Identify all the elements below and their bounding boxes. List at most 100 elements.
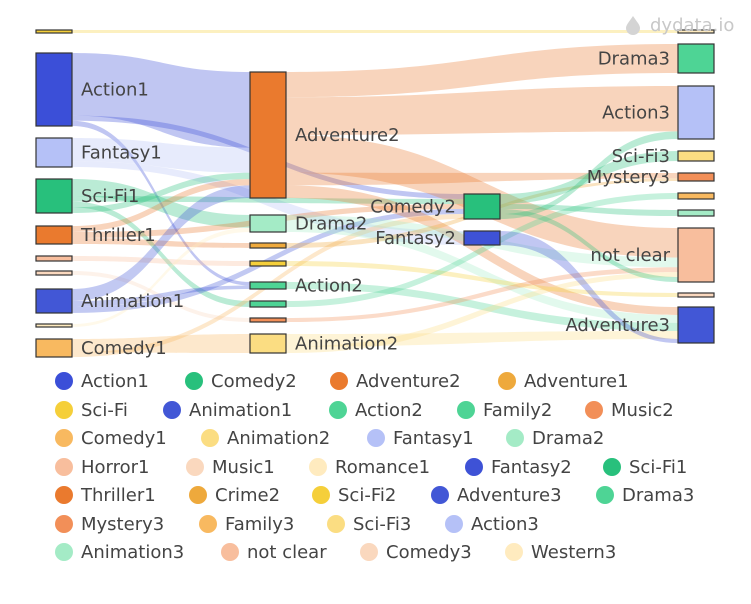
legend-item-western3[interactable]: Western3 (505, 542, 616, 563)
node-animation1[interactable] (35, 288, 73, 314)
legend-item-drama3[interactable]: Drama3 (596, 485, 694, 506)
node-action2[interactable] (249, 281, 287, 290)
node-sci-fi1[interactable] (35, 178, 73, 214)
legend-label: Animation1 (189, 400, 292, 421)
link-thriller1-to-adventure2 (72, 179, 250, 232)
node-label-sci-fi1: Sci-Fi1 (81, 186, 139, 207)
legend-item-fantasy2[interactable]: Fantasy2 (465, 457, 572, 478)
node-music2[interactable] (249, 317, 287, 323)
legend-swatch (201, 429, 219, 447)
legend-label: Sci-Fi (81, 400, 128, 421)
legend-item-adventure3[interactable]: Adventure3 (431, 485, 562, 506)
link-action1-to-adventure2 (72, 53, 250, 148)
legend-item-animation1[interactable]: Animation1 (163, 400, 292, 421)
node-animation2[interactable] (249, 333, 287, 354)
legend-swatch (330, 372, 348, 390)
legend-item-music1[interactable]: Music1 (186, 457, 275, 478)
legend-swatch (55, 372, 73, 390)
node-music1[interactable] (35, 270, 73, 276)
legend-item-sci-fi[interactable]: Sci-Fi (55, 400, 128, 421)
legend-swatch (585, 401, 603, 419)
legend-item-adventure2[interactable]: Adventure2 (330, 371, 461, 392)
legend-item-sci-fi1[interactable]: Sci-Fi1 (603, 457, 687, 478)
link-animation2-to-adventure3 (286, 331, 678, 347)
legend-item-sci-fi3[interactable]: Sci-Fi3 (327, 514, 411, 535)
node-horror1[interactable] (35, 255, 73, 262)
nodes-layer (35, 29, 715, 358)
node-fantasy1[interactable] (35, 137, 73, 168)
node-animation3[interactable] (677, 209, 715, 217)
link-comedy2-to-action3 (500, 131, 678, 219)
node-comedy3[interactable] (677, 292, 715, 298)
node-sci-fi2[interactable] (249, 260, 287, 267)
node-comedy2[interactable] (463, 193, 501, 220)
node-label-fantasy2: Fantasy2 (375, 228, 456, 249)
node-family3[interactable] (677, 192, 715, 200)
legend-label: Family2 (483, 400, 552, 421)
node-western3[interactable] (677, 29, 715, 34)
legend-item-family2[interactable]: Family2 (457, 400, 552, 421)
legend-item-animation2[interactable]: Animation2 (201, 428, 330, 449)
legend-swatch (360, 543, 378, 561)
legend-swatch (185, 372, 203, 390)
node-adventure2[interactable] (249, 71, 287, 199)
legend-swatch (55, 401, 73, 419)
legend-swatch (189, 486, 207, 504)
node-sci-fi[interactable] (35, 29, 73, 34)
legend-item-adventure1[interactable]: Adventure1 (498, 371, 629, 392)
legend-swatch (327, 515, 345, 533)
legend-item-comedy2[interactable]: Comedy2 (185, 371, 297, 392)
legend-item-mystery3[interactable]: Mystery3 (55, 514, 164, 535)
node-drama3[interactable] (677, 43, 715, 74)
watermark: dydata.io (622, 14, 734, 36)
legend-swatch (329, 401, 347, 419)
legend-label: Crime2 (215, 485, 280, 506)
node-action1[interactable] (35, 52, 73, 127)
node-label-comedy1: Comedy1 (81, 338, 167, 359)
legend-item-animation3[interactable]: Animation3 (55, 542, 184, 563)
legend-item-drama2[interactable]: Drama2 (506, 428, 604, 449)
node-thriller1[interactable] (35, 225, 73, 245)
node-fantasy2[interactable] (463, 230, 501, 246)
legend-label: Comedy1 (81, 428, 167, 449)
legend-item-music2[interactable]: Music2 (585, 400, 674, 421)
node-comedy1[interactable] (35, 338, 73, 358)
legend-item-thriller1[interactable]: Thriller1 (55, 485, 156, 506)
node-label-action3: Action3 (602, 103, 670, 124)
legend-item-sci-fi2[interactable]: Sci-Fi2 (312, 485, 396, 506)
legend-item-action2[interactable]: Action2 (329, 400, 423, 421)
legend-item-comedy1[interactable]: Comedy1 (55, 428, 167, 449)
legend-item-crime2[interactable]: Crime2 (189, 485, 280, 506)
legend-item-not-clear[interactable]: not clear (221, 542, 327, 563)
legend-swatch (55, 515, 73, 533)
legend-swatch (596, 486, 614, 504)
node-family2[interactable] (249, 300, 287, 308)
legend-item-horror1[interactable]: Horror1 (55, 457, 150, 478)
link-comedy2-to-sci-fi3 (500, 151, 678, 204)
node-not-clear[interactable] (677, 227, 715, 283)
node-crime2[interactable] (249, 242, 287, 249)
legend-item-family3[interactable]: Family3 (199, 514, 294, 535)
legend-item-fantasy1[interactable]: Fantasy1 (367, 428, 474, 449)
link-sci-fi2-to-comedy3 (286, 261, 678, 297)
node-adventure3[interactable] (677, 306, 715, 344)
legend-label: Action1 (81, 371, 149, 392)
legend-item-action1[interactable]: Action1 (55, 371, 149, 392)
link-sci-fi-to-western3 (72, 30, 678, 33)
legend-item-comedy3[interactable]: Comedy3 (360, 542, 472, 563)
link-adventure2-to-drama3 (286, 44, 678, 98)
legend-label: Fantasy2 (491, 457, 572, 478)
legend-label: Romance1 (335, 457, 430, 478)
legend-swatch (312, 486, 330, 504)
legend-label: Drama2 (532, 428, 604, 449)
legend-item-action3[interactable]: Action3 (445, 514, 539, 535)
node-romance1[interactable] (35, 323, 73, 328)
node-mystery3[interactable] (677, 172, 715, 182)
legend-label: Music1 (212, 457, 275, 478)
link-action2-to-adventure3 (286, 282, 678, 331)
node-drama2[interactable] (249, 214, 287, 233)
legend-label: Horror1 (81, 457, 150, 478)
legend-item-romance1[interactable]: Romance1 (309, 457, 430, 478)
node-sci-fi3[interactable] (677, 150, 715, 162)
node-action3[interactable] (677, 85, 715, 140)
